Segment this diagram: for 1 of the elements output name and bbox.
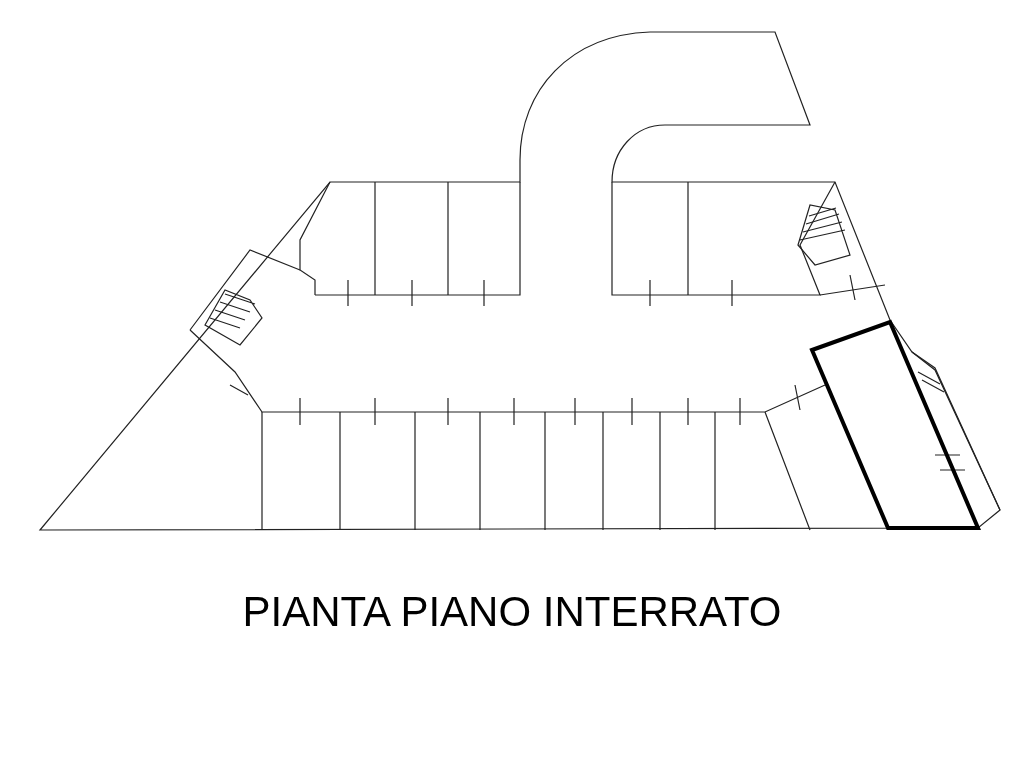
plan-title: PIANTA PIANO INTERRATO — [242, 588, 782, 636]
